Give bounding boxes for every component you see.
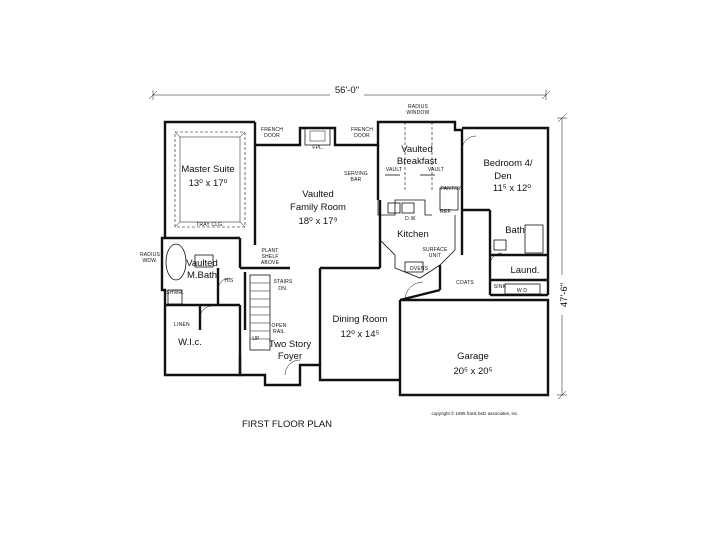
family-room-name-line1: Vaulted [302,189,334,200]
vault-right-label: VAULT [428,167,444,173]
foyer-name-line2: Foyer [278,351,302,362]
dining-size: 12⁰ x 14⁵ [341,329,380,340]
stairs [249,274,271,351]
tray-ceiling-label: TRAY CLG. [196,222,224,228]
stairs-dn-line1: STAIRS [274,279,293,285]
dining-name: Dining Room [333,314,388,325]
garage-name: Garage [457,351,489,362]
room-labels: Master Suite 13⁰ x 17⁰ Vaulted Family Ro… [178,144,539,377]
stairs-up-label: UP [252,336,260,342]
french-door-right-line1: FRENCH [351,127,373,133]
bath-fixtures [165,224,544,305]
master-suite-size: 13⁰ x 17⁰ [189,178,228,189]
coats-label: COATS [456,280,474,286]
family-room-name-line2: Family Room [290,202,346,213]
open-rail-line1: OPEN [272,323,287,329]
garage-size: 20⁵ x 20⁵ [453,366,492,377]
surface-unit-line1: SURFACE [422,247,447,253]
breakfast-name-line1: Vaulted [401,144,433,155]
tray-ceiling [174,131,246,228]
bedroom4-name-line1: Bedroom 4/ [483,158,532,169]
exterior-walls [160,120,550,397]
radius-window-top-line1: RADIUS [408,104,429,110]
fireplace-label: FPL. [312,145,323,151]
radius-window-left-line1: RADIUS [140,252,161,258]
width-dimension: 56'-0" [148,84,551,100]
breakfast-name-line2: Breakfast [397,156,437,167]
open-rail-line2: RAIL [273,329,285,335]
depth-dimension-label: 47'-6" [559,283,570,307]
plant-shelf-line3: ABOVE [261,260,280,266]
laundry-name: Laund. [510,265,539,276]
washer-dryer-label: W D [517,288,528,294]
stairs-dn-line2: DN. [278,286,287,292]
door-swings [199,135,503,376]
wic-name: W.I.c. [178,337,202,348]
copyright-notice: copyright © 1995 frank betz associates, … [431,410,518,416]
surface-unit-line2: UNIT [429,253,441,259]
radius-window-top-line2: WINDOW [406,110,429,116]
master-bath-name-line1: Vaulted [186,258,218,269]
fireplace-icon [304,127,331,146]
french-door-right-line2: DOOR [354,133,370,139]
plan-title: FIRST FLOOR PLAN [242,419,332,430]
linen-label: LINEN [174,322,190,328]
kitchen-counters [377,187,459,279]
radius-window-left-line2: WDW. [143,258,158,264]
shower-label: SHWR. [166,290,184,296]
his-label: HIS [225,278,234,284]
bedroom4-size: 11⁵ x 12⁰ [493,183,531,194]
ovens-label: OVENS [410,266,429,272]
serving-bar-line1: SERVING [344,171,368,177]
vault-left-label: VAULT [386,167,402,173]
width-dimension-label: 56'-0" [335,85,359,96]
depth-dimension: 47'-6" [556,113,570,400]
bath-name: Bath [505,225,525,236]
family-room-size: 18⁰ x 17⁹ [298,216,337,227]
bedroom4-name-line2: Den [494,171,511,182]
serving-bar-line2: BAR [351,177,362,183]
foyer-name-line1: Two Story [269,339,311,350]
sink-label: SINK [494,284,507,290]
master-suite-name: Master Suite [181,164,234,175]
pantry-label: PANTRY [440,186,461,192]
plant-shelf-line1: PLANT [261,248,278,254]
plant-shelf-line2: SHELF [261,254,278,260]
vault-lines [385,122,435,190]
dw-label: D.W. [405,216,417,222]
ref-label: REF. [440,209,452,215]
master-bath-name-line2: M.Bath [187,270,217,281]
plan-notes: FRENCH DOOR FRENCH DOOR RADIUS WINDOW RA… [140,104,527,342]
kitchen-name: Kitchen [397,229,429,240]
french-door-left-line2: DOOR [264,133,280,139]
french-door-left-line1: FRENCH [261,127,283,133]
